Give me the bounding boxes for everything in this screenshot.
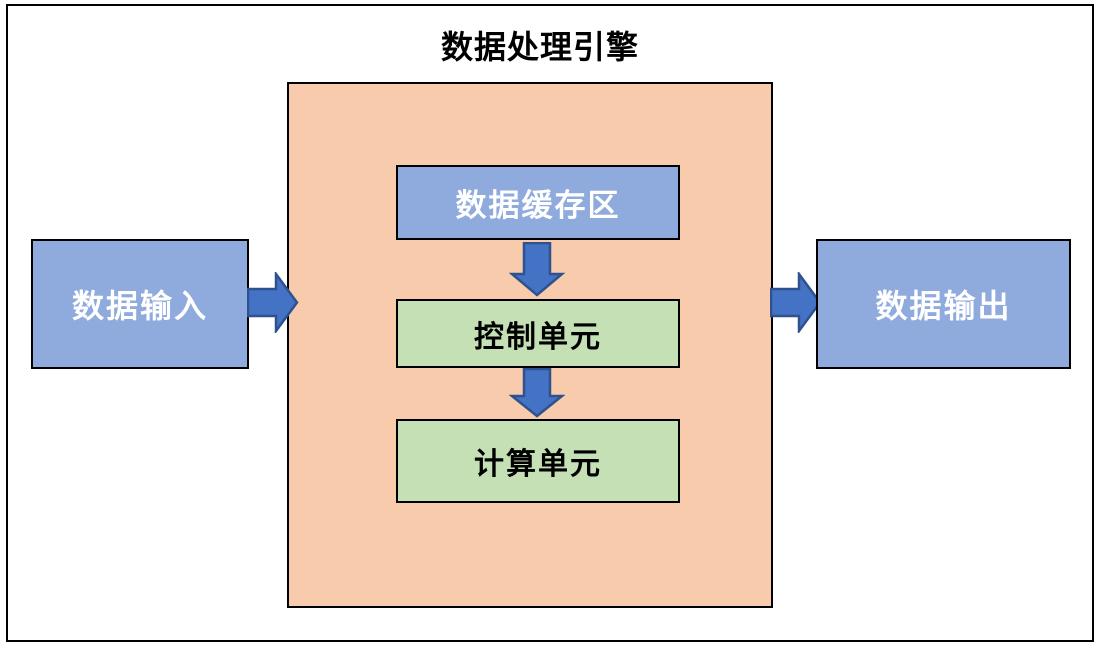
node-data-buffer: 数据缓存区 [396,165,680,240]
node-compute-unit-label: 计算单元 [474,447,602,482]
node-control-unit-label: 控制单元 [474,319,602,355]
node-data-input-label: 数据输入 [71,287,208,325]
node-data-input: 数据输入 [31,239,249,369]
node-data-output: 数据输出 [816,239,1071,369]
down-arrow-icon-control-to-compute [509,368,565,418]
node-data-output-label: 数据输出 [875,287,1012,325]
right-arrow-icon-engine-to-output [770,272,822,333]
node-control-unit: 控制单元 [396,299,680,368]
right-arrow-icon-input-to-engine [247,272,299,333]
node-compute-unit: 计算单元 [396,419,680,503]
diagram-title: 数据处理引擎 [440,28,639,66]
down-arrow-icon-buffer-to-control [509,242,565,297]
page-border [6,4,1094,642]
node-data-buffer-label: 数据缓存区 [455,188,621,224]
